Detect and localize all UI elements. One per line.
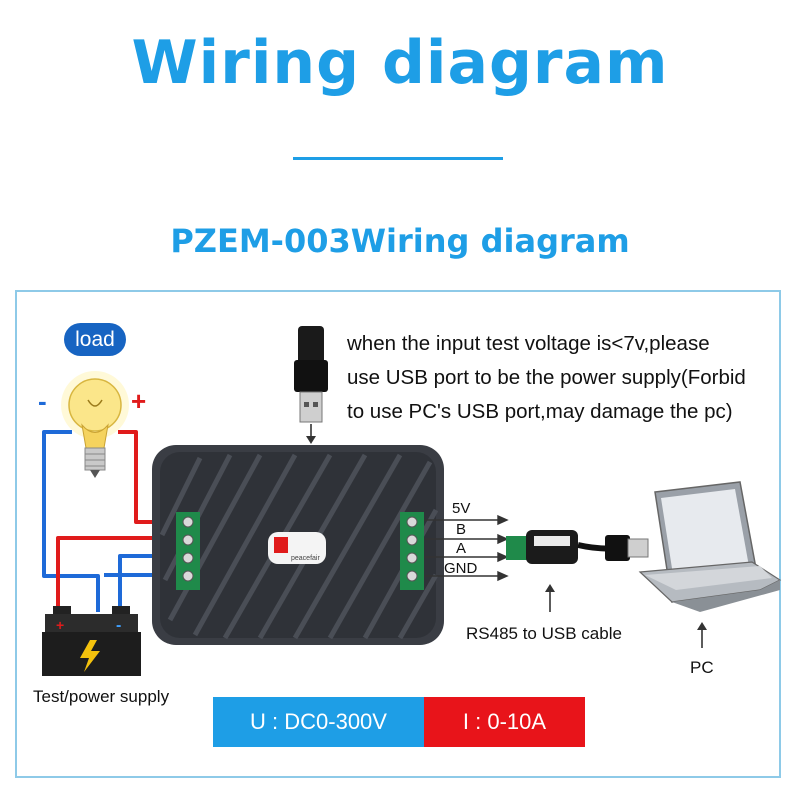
port-label-b: B: [456, 521, 467, 538]
title-underline: [293, 157, 503, 160]
rs485-usb-cable: [506, 530, 649, 564]
battery-icon: [42, 606, 141, 676]
port-label-a: A: [456, 540, 467, 557]
load-label: load: [64, 323, 126, 356]
port-arrows: [424, 514, 509, 582]
rs485-terminal-block: [400, 512, 424, 590]
current-spec-badge: I : 0-10A: [424, 697, 585, 747]
battery-plus-label: +: [56, 617, 64, 633]
port-label-gnd: GND: [444, 560, 478, 577]
note-line: to use PC's USB port,may damage the pc): [347, 400, 733, 423]
input-terminal-block: [176, 512, 200, 590]
cable-arrow: [545, 584, 555, 612]
meter-device: [152, 445, 444, 645]
load-minus-label: -: [38, 386, 47, 416]
pc-label: PC: [690, 658, 714, 677]
light-bulb-icon: [61, 371, 129, 478]
diagram-subtitle: PZEM-003Wiring diagram: [170, 222, 630, 260]
port-label-5v: 5V: [452, 500, 471, 517]
load-plus-label: +: [131, 386, 147, 416]
usb-power-arrow: [306, 424, 316, 444]
note-line: use USB port to be the power supply(Forb…: [347, 366, 746, 389]
battery-minus-label: -: [116, 617, 121, 634]
cable-label: RS485 to USB cable: [466, 624, 622, 643]
usb-plug-icon: [294, 326, 328, 423]
diagram-frame: [15, 290, 781, 778]
laptop-pc-icon: [638, 481, 782, 612]
note-line: when the input test voltage is<7v,please: [347, 332, 710, 355]
usb-power-note: when the input test voltage is<7v,please…: [347, 327, 777, 429]
pc-arrow: [697, 622, 707, 648]
device-brand: peacefair: [291, 555, 320, 562]
power-supply-label: Test/power supply: [33, 687, 170, 706]
page-title: Wiring diagram: [131, 28, 669, 98]
voltage-spec-badge: U : DC0-300V: [213, 697, 424, 747]
